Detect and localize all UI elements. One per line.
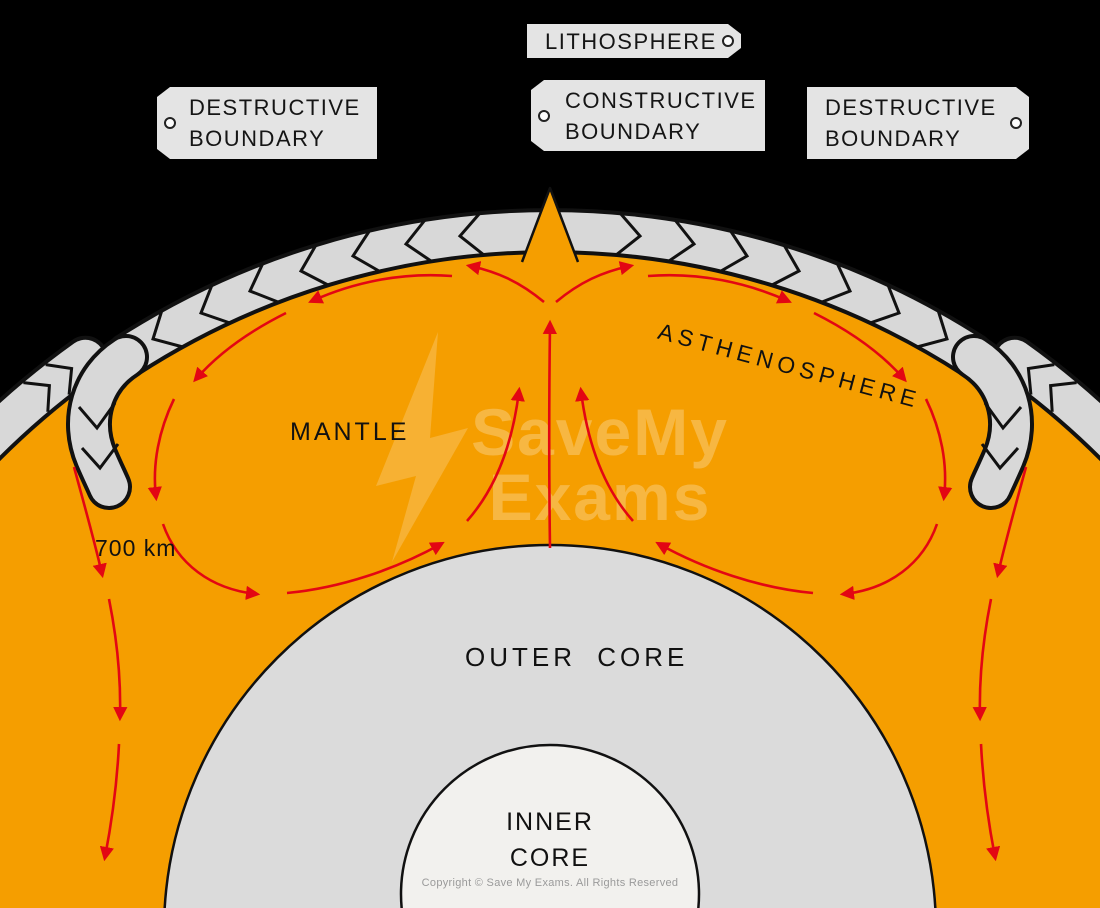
convection-arrow <box>107 598 128 722</box>
plate-motion-chevron <box>151 309 184 349</box>
convection-arrow <box>542 319 558 549</box>
plate-motion-chevron <box>80 443 120 471</box>
label-destructive-right-line1: DESTRUCTIVE <box>825 95 997 120</box>
label-destructive-boundary-left-tag: DESTRUCTIVE BOUNDARY <box>157 87 377 159</box>
outer-plate-left <box>0 335 109 462</box>
convection-arrow <box>193 311 287 383</box>
tag-hole-icon <box>1010 117 1022 129</box>
tag-hole-icon <box>722 35 734 47</box>
plate-motion-chevron <box>668 219 697 263</box>
plate-motion-chevron <box>821 262 853 304</box>
plate-motion-chevron <box>869 284 901 325</box>
label-constructive-line2: BOUNDARY <box>565 118 702 144</box>
convection-arrow <box>147 398 176 502</box>
watermark-text: SaveMy <box>471 395 729 469</box>
plate-motion-chevrons <box>23 212 1077 471</box>
copyright-notice: Copyright © Save My Exams. All Rights Re… <box>421 877 679 889</box>
convection-arrow <box>161 523 261 600</box>
label-lithosphere-text: LITHOSPHERE <box>545 28 717 54</box>
inner-core <box>399 743 701 908</box>
plate-motion-chevron <box>980 443 1020 471</box>
plate-motion-chevron <box>983 402 1023 431</box>
convection-arrow <box>466 386 525 522</box>
watermark-text: Exams <box>489 460 712 534</box>
plate-motion-chevron <box>45 363 74 395</box>
plate-motion-chevron <box>350 229 380 273</box>
plate-motion-chevron <box>771 244 802 287</box>
plate-motion-chevron <box>77 402 117 431</box>
plate-motion-chevron <box>1049 381 1077 412</box>
label-destructive-left-line1: DESTRUCTIVE <box>189 95 361 120</box>
tag-hole-icon <box>164 117 176 129</box>
convection-arrow <box>72 466 107 579</box>
mantle-convection-arrows <box>72 261 1028 862</box>
plate-motion-chevron <box>247 262 279 304</box>
plate-motion-chevron <box>298 244 329 287</box>
label-inner-core-line2: CORE <box>509 844 591 872</box>
plate-motion-chevron <box>23 381 51 412</box>
convection-arrow <box>286 541 445 595</box>
label-destructive-boundary-right-tag: DESTRUCTIVE BOUNDARY <box>807 87 1029 159</box>
label-lithosphere-tag: LITHOSPHERE <box>527 24 741 58</box>
watermark-bolt-icon <box>376 332 468 562</box>
watermark: SaveMy Exams <box>376 332 729 562</box>
convection-arrow <box>575 386 634 522</box>
mid-ocean-ridge <box>520 186 580 263</box>
label-700km-depth: 700 km <box>95 535 177 561</box>
label-outer-core: OUTER CORE <box>465 642 689 672</box>
plate-motion-chevron <box>457 212 485 257</box>
convection-arrow <box>839 523 939 600</box>
convection-arrow <box>655 541 814 595</box>
convection-arrow <box>555 261 635 303</box>
tag-hole-icon <box>538 110 550 122</box>
convection-arrow <box>972 598 993 722</box>
label-constructive-line1: CONSTRUCTIVE <box>565 87 757 113</box>
convection-arrow <box>308 273 453 304</box>
plate-motion-chevron <box>916 309 949 349</box>
label-destructive-right-line2: BOUNDARY <box>825 126 962 151</box>
convection-arrow <box>979 743 1001 862</box>
plate-motion-chevron <box>199 284 231 325</box>
convection-arrow <box>99 743 121 862</box>
convection-arrow <box>813 311 907 383</box>
label-inner-core: INNER CORE <box>506 804 594 876</box>
subducting-slab-right <box>951 334 1034 510</box>
plate-motion-chevron <box>615 212 643 257</box>
convection-arrow <box>924 398 953 502</box>
subducting-slab-left <box>66 334 149 510</box>
label-mantle: MANTLE <box>290 418 410 446</box>
label-destructive-left-line2: BOUNDARY <box>189 126 326 151</box>
label-constructive-boundary-tag: CONSTRUCTIVE BOUNDARY <box>531 80 765 151</box>
plate-motion-chevron <box>403 219 432 263</box>
label-inner-core-line1: INNER <box>506 808 594 836</box>
convection-arrow <box>647 273 792 304</box>
plate-motion-chevron <box>1026 363 1055 395</box>
outer-plate-right <box>991 335 1100 462</box>
convection-arrow <box>993 466 1028 579</box>
convection-arrow <box>465 261 545 303</box>
plate-motion-chevron <box>720 229 750 273</box>
